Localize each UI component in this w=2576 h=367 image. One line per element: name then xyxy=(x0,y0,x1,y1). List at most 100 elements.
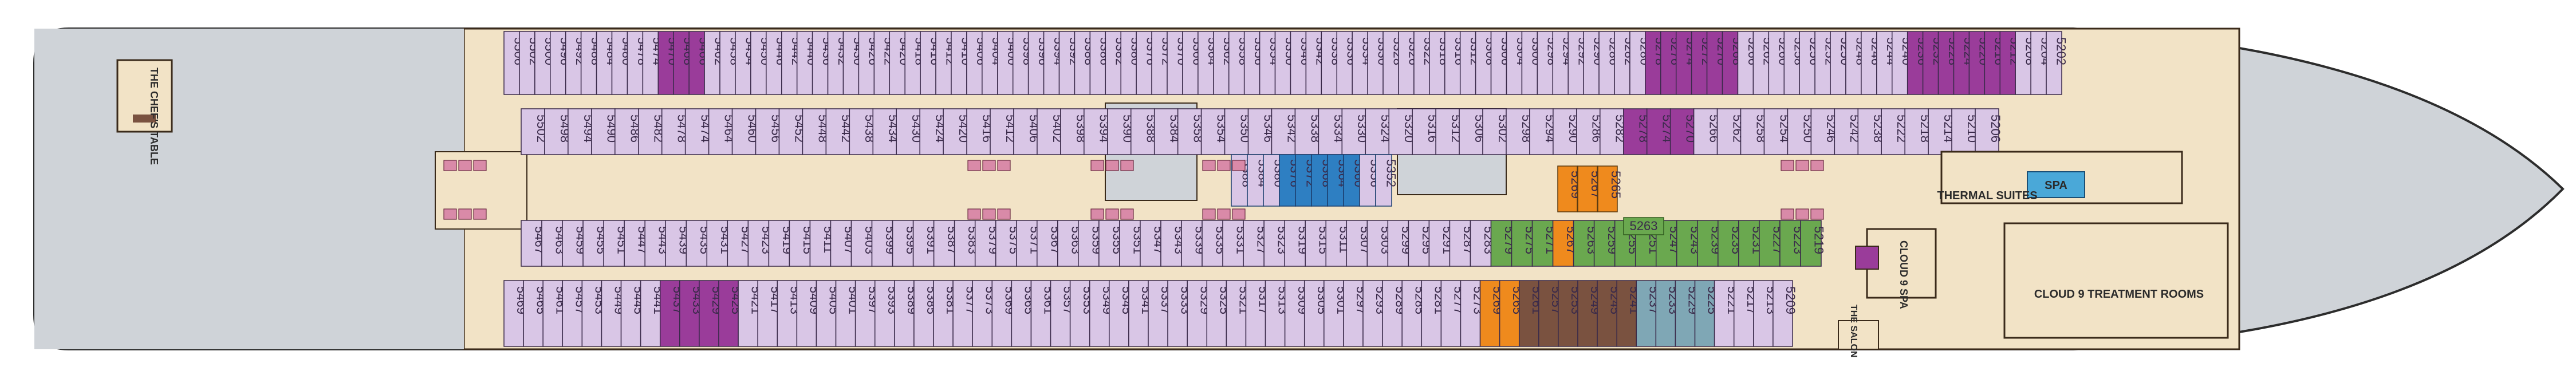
cabin-5419[interactable] xyxy=(768,220,790,267)
cabin-5420[interactable] xyxy=(943,108,967,155)
cabin-5372[interactable] xyxy=(1151,31,1168,95)
cabin-5360[interactable] xyxy=(1343,154,1360,207)
cabin-5421[interactable] xyxy=(738,280,758,347)
cabin-5323[interactable] xyxy=(1263,220,1285,267)
cabin-5430[interactable] xyxy=(842,31,860,95)
cabin-5334[interactable] xyxy=(1352,31,1368,95)
cabin-5261[interactable] xyxy=(1518,280,1539,347)
cabin-5478[interactable] xyxy=(627,31,644,95)
cabin-5430[interactable] xyxy=(896,108,920,155)
cabin-5355[interactable] xyxy=(1098,220,1120,267)
cabin-5306[interactable] xyxy=(1459,108,1483,155)
cabin-5394[interactable] xyxy=(1084,108,1108,155)
cabin-5338[interactable] xyxy=(1294,108,1319,155)
cabin-5492[interactable] xyxy=(565,31,582,95)
cabin-5258[interactable] xyxy=(1783,31,1800,95)
cabin-5282[interactable] xyxy=(1614,31,1630,95)
cabin-5458[interactable] xyxy=(719,31,736,95)
cabin-5372[interactable] xyxy=(1295,154,1312,207)
cabin-5331[interactable] xyxy=(1222,220,1244,267)
cabin-5448[interactable] xyxy=(802,108,827,155)
cabin-5451[interactable] xyxy=(603,220,625,267)
cabin-5283[interactable] xyxy=(1470,220,1492,267)
cabin-5357[interactable] xyxy=(1050,280,1071,347)
cabin-5220[interactable] xyxy=(1968,31,1986,95)
cabin-5345[interactable] xyxy=(1109,280,1129,347)
cabin-5459[interactable] xyxy=(562,220,584,267)
cabin-5336[interactable] xyxy=(1336,31,1353,95)
cabin-5379[interactable] xyxy=(974,220,996,267)
cabin-5424[interactable] xyxy=(919,108,944,155)
cabin-5381[interactable] xyxy=(933,280,954,347)
cabin-5486[interactable] xyxy=(615,108,639,155)
cabin-5359[interactable] xyxy=(1078,220,1100,267)
cabin-5373[interactable] xyxy=(972,280,993,347)
cabin-5270[interactable] xyxy=(1669,108,1695,155)
cabin-5244[interactable] xyxy=(1876,31,1893,95)
cabin-5287[interactable] xyxy=(1449,220,1471,267)
cabin-5435[interactable] xyxy=(686,220,708,267)
cabin-5269[interactable] xyxy=(1479,280,1500,347)
cabin-5362[interactable] xyxy=(1213,31,1230,95)
cabin-5317[interactable] xyxy=(1245,280,1266,347)
cabin-5449[interactable] xyxy=(601,280,622,347)
cabin-5285[interactable] xyxy=(1401,280,1423,347)
cabin-5416[interactable] xyxy=(920,31,936,95)
cabin-5454[interactable] xyxy=(735,31,751,95)
cabin-5490[interactable] xyxy=(591,108,616,155)
cabin-5246[interactable] xyxy=(1861,31,1877,95)
cabin-5239[interactable] xyxy=(1697,220,1719,267)
cabin-5229[interactable] xyxy=(1675,280,1696,347)
cabin-5351[interactable] xyxy=(1119,220,1141,267)
cabin-5412[interactable] xyxy=(935,31,952,95)
cabin-5267[interactable] xyxy=(1577,165,1598,212)
cabin-5225[interactable] xyxy=(1694,280,1715,347)
cabin-5442[interactable] xyxy=(781,31,798,95)
cabin-5354[interactable] xyxy=(1200,108,1226,155)
cabin-5263[interactable] xyxy=(1623,217,1664,235)
cabin-5350[interactable] xyxy=(1274,31,1291,95)
cabin-5405[interactable] xyxy=(816,280,837,347)
cabin-5484[interactable] xyxy=(596,31,613,95)
cabin-5238[interactable] xyxy=(1857,108,1882,155)
cabin-5398[interactable] xyxy=(1012,31,1029,95)
cabin-5308[interactable] xyxy=(1475,31,1492,95)
cabin-5237[interactable] xyxy=(1636,280,1657,347)
cabin-5453[interactable] xyxy=(581,280,602,347)
cabin-5224[interactable] xyxy=(1953,31,1970,95)
cabin-5321[interactable] xyxy=(1226,280,1247,347)
cabin-5494[interactable] xyxy=(568,108,592,155)
cabin-5245[interactable] xyxy=(1597,280,1617,347)
cabin-5280[interactable] xyxy=(1629,31,1646,95)
cabin-5431[interactable] xyxy=(706,220,728,267)
cabin-5403[interactable] xyxy=(850,220,873,267)
cabin-5282[interactable] xyxy=(1600,108,1624,155)
cabin-5342[interactable] xyxy=(1271,108,1296,155)
cabin-5502[interactable] xyxy=(521,108,545,155)
cabin-5305[interactable] xyxy=(1303,280,1325,347)
cabin-5286[interactable] xyxy=(1576,108,1601,155)
cabin-5290[interactable] xyxy=(1553,108,1577,155)
cabin-5275[interactable] xyxy=(1511,220,1533,267)
cabin-5415[interactable] xyxy=(789,220,811,267)
cabin-5397[interactable] xyxy=(854,280,876,347)
cabin-5441[interactable] xyxy=(640,280,661,347)
cabin-5216[interactable] xyxy=(1984,31,2001,95)
cabin-5429[interactable] xyxy=(699,280,719,347)
cabin-5474[interactable] xyxy=(642,31,659,95)
cabin-5268[interactable] xyxy=(1722,31,1739,95)
cabin-5243[interactable] xyxy=(1676,220,1698,267)
cabin-5380[interactable] xyxy=(1263,154,1280,207)
cabin-5231[interactable] xyxy=(1738,220,1760,267)
cabin-5294[interactable] xyxy=(1552,31,1569,95)
cabin-5292[interactable] xyxy=(1567,31,1584,95)
cabin-5425[interactable] xyxy=(718,280,739,347)
cabin-5438[interactable] xyxy=(849,108,874,155)
cabin-5218[interactable] xyxy=(1904,108,1929,155)
cabin-5290[interactable] xyxy=(1583,31,1600,95)
cabin-5326[interactable] xyxy=(1398,31,1415,95)
cabin-5270[interactable] xyxy=(1706,31,1723,95)
cabin-5272[interactable] xyxy=(1691,31,1708,95)
cabin-5506[interactable] xyxy=(503,31,520,95)
cabin-5252[interactable] xyxy=(1814,31,1831,95)
